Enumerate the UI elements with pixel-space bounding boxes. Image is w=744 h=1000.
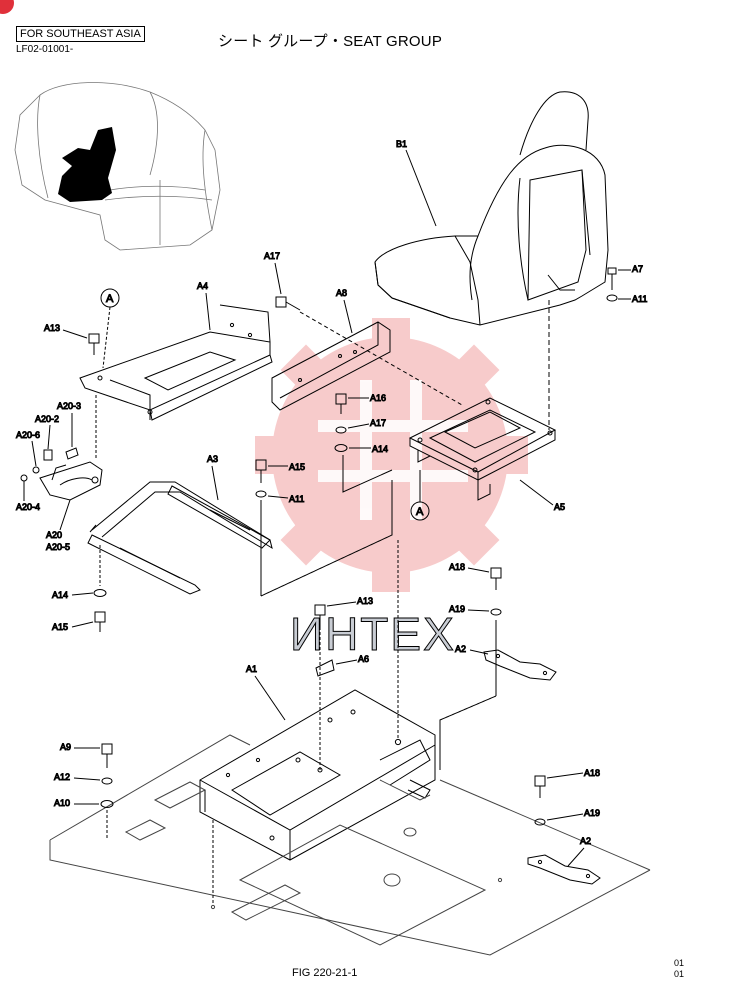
bracket-a2-top <box>484 650 556 680</box>
callout-a14-mid: A14 <box>372 444 388 454</box>
washer-a10 <box>101 801 113 808</box>
callout-a3: A3 <box>207 454 218 464</box>
callout-a11-mid: A11 <box>289 494 304 504</box>
watermark-gear <box>255 318 528 592</box>
bolt-a13-left <box>89 334 99 355</box>
floor-plate <box>50 735 650 955</box>
callout-a13-mid: A13 <box>357 596 373 606</box>
callout-a17-top: A17 <box>264 251 280 261</box>
slide-rail-a3 <box>88 482 272 594</box>
bolt-a15-mid <box>256 460 266 483</box>
callout-a20: A20 <box>46 530 62 540</box>
reference-code: LF02-01001- <box>16 44 74 55</box>
bolt-a7 <box>608 268 616 290</box>
bolt-a9 <box>102 744 112 768</box>
watermark-text: ИНТЕХ <box>290 608 456 660</box>
callout-a17-mid: A17 <box>370 418 386 428</box>
figure-number: FIG 220-21-1 <box>292 967 358 979</box>
washer-a17-mid <box>336 427 346 433</box>
callout-a16: A16 <box>370 393 386 403</box>
bracket-a4 <box>80 305 272 420</box>
latch-a20 <box>40 462 102 500</box>
plate-a6 <box>316 660 334 676</box>
bracket-a2-bottom <box>528 855 600 884</box>
washer-a19-top <box>491 609 501 615</box>
page-code-2: 01 <box>674 969 685 979</box>
callout-a20-5: A20-5 <box>46 542 70 552</box>
callout-a5: A5 <box>554 502 565 512</box>
seat-stand-a1 <box>200 690 435 860</box>
callout-a2-top: A2 <box>455 644 466 654</box>
callout-a1: A1 <box>246 664 257 674</box>
watermark-gear-inner <box>318 380 468 520</box>
corner-logo-mark <box>0 0 14 14</box>
reference-label-a-right: A <box>416 506 424 518</box>
page-code-1: 01 <box>674 958 685 968</box>
callout-a6: A6 <box>358 654 369 664</box>
callout-a9: A9 <box>60 742 71 752</box>
callout-a18-top: A18 <box>449 562 465 572</box>
bolt-a18-bottom <box>535 776 545 798</box>
cab-inset-illustration <box>15 83 220 250</box>
nut-a20-4 <box>21 475 27 481</box>
callout-a14-left: A14 <box>52 590 68 600</box>
cab-seat-location-mark <box>58 127 116 202</box>
callout-a20-6: A20-6 <box>16 430 40 440</box>
callout-a7: A7 <box>632 264 643 274</box>
callout-b1: B1 <box>396 139 407 149</box>
callout-a19-top: A19 <box>449 604 465 614</box>
washer-a12 <box>102 778 112 784</box>
callout-a19-bottom: A19 <box>584 808 600 818</box>
plate-a8 <box>272 322 390 410</box>
nut-a14-mid <box>335 445 347 452</box>
bolt-a16 <box>336 394 346 414</box>
bolt-a13-mid <box>315 605 325 630</box>
callout-a10: A10 <box>54 798 70 808</box>
spring-a20-6 <box>33 467 39 473</box>
callout-a15-left: A15 <box>52 622 68 632</box>
bolt-a18-top <box>491 568 501 590</box>
bolt-a15-left <box>95 612 105 632</box>
callout-a13-left: A13 <box>44 323 60 333</box>
washer-a11-right <box>607 295 617 301</box>
washer-a19-bottom <box>535 819 545 825</box>
page-title: シート グループ・SEAT GROUP <box>218 33 443 50</box>
pin-a20-3 <box>66 448 78 459</box>
callout-a20-4: A20-4 <box>16 502 40 512</box>
callout-a2-bottom: A2 <box>580 836 591 846</box>
bracket-a5 <box>410 398 555 500</box>
washer-a11-mid <box>256 491 266 497</box>
callout-a4: A4 <box>197 281 208 291</box>
collar-a20-2 <box>44 450 52 460</box>
callout-a20-2: A20-2 <box>35 414 59 424</box>
reference-label-a-left: A <box>106 293 114 305</box>
callout-a8: A8 <box>336 288 347 298</box>
callout-a18-bottom: A18 <box>584 768 600 778</box>
bolt-a17-top <box>276 297 300 310</box>
callout-a20-3: A20-3 <box>57 401 81 411</box>
seat-assembly-b1 <box>375 92 608 325</box>
region-label: FOR SOUTHEAST ASIA <box>16 26 145 42</box>
callout-a11-right: A11 <box>632 294 647 304</box>
nut-a14-left <box>94 590 106 597</box>
callout-a15-mid: A15 <box>289 462 305 472</box>
callout-a12: A12 <box>54 772 70 782</box>
